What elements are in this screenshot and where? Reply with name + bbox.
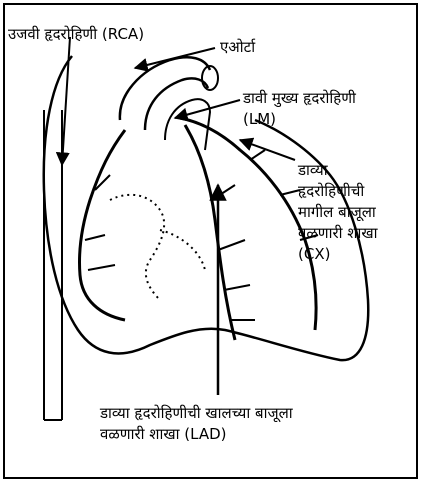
aorta-label-text: एओर्टा	[220, 37, 255, 58]
rca-label-text: उजवी हृदरोहिणी (RCA)	[8, 24, 144, 45]
lad-label: डाव्या हृदरोहिणीची खालच्या बाजूला वळणारी…	[100, 403, 293, 445]
rca-label: उजवी हृदरोहिणी (RCA)	[8, 24, 144, 45]
lad-label-line2: वळणारी शाखा (LAD)	[100, 424, 293, 445]
lm-label-line2: (LM)	[243, 109, 356, 130]
cx-label-line3: मागील बाजूला	[298, 202, 378, 223]
rca-vessel	[79, 130, 125, 320]
cx-label-line5: (CX)	[298, 244, 378, 265]
lad-label-line1: डाव्या हृदरोहिणीची खालच्या बाजूला	[100, 403, 293, 424]
aorta-label: एओर्टा	[220, 37, 255, 58]
cx-label-line1: डाव्या	[298, 160, 378, 181]
cx-label-line2: हृदरोहिणीची	[298, 181, 378, 202]
lm-label-line1: डावी मुख्य हृदरोहिणी	[243, 88, 356, 109]
lm-label: डावी मुख्य हृदरोहिणी (LM)	[243, 88, 356, 130]
rca-pointer	[62, 37, 70, 165]
cx-label: डाव्या हृदरोहिणीची मागील बाजूला वळणारी श…	[298, 160, 378, 265]
aorta-pointer	[135, 48, 215, 68]
cx-label-line4: वळणारी शाखा	[298, 223, 378, 244]
lm-vessel	[180, 118, 316, 330]
posterior-vessels	[110, 195, 164, 300]
lad-vessel	[185, 125, 235, 340]
